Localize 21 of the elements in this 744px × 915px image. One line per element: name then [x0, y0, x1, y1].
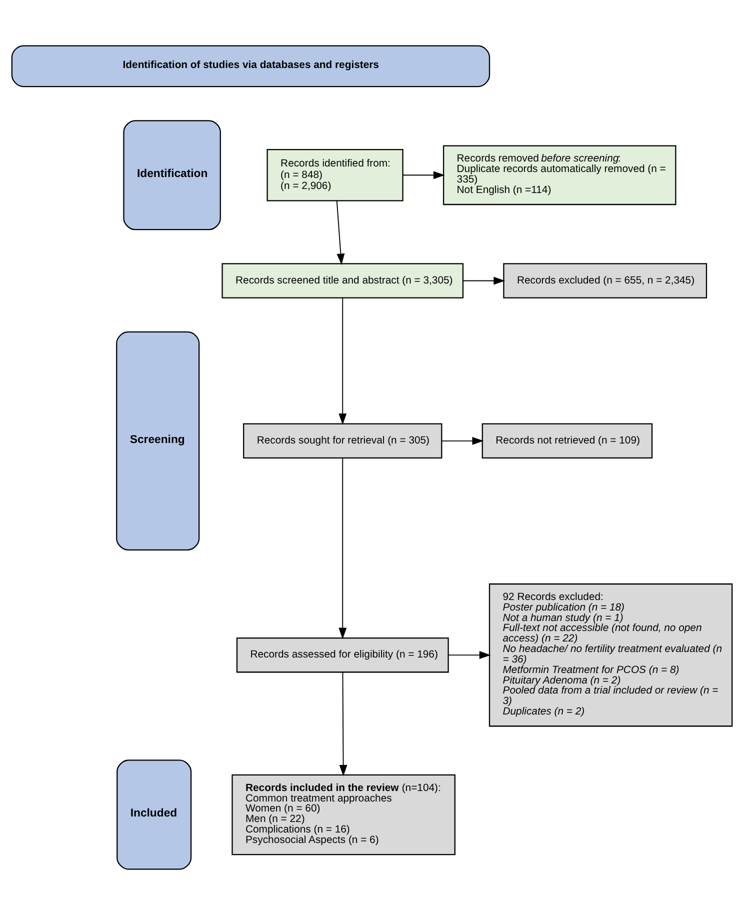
arrow	[338, 458, 347, 640]
node-box: Records sought for retrieval (n = 305)	[243, 423, 442, 459]
arrow	[462, 276, 506, 285]
node-box: Records screened title and abstract (n = 3,305)	[222, 263, 464, 298]
node-box: Included	[116, 760, 192, 870]
arrow	[441, 436, 484, 445]
node-box: Records excluded (n = 655, n = 2,345)	[503, 263, 708, 298]
node-box: Records identified from: (n = 848) (n = 2,906)	[266, 148, 404, 202]
node-box: Records assessed for eligibility (n = 196)	[236, 637, 449, 673]
arrow	[338, 298, 347, 425]
node-box: Identification	[123, 120, 221, 230]
node-box: Records not retrieved (n = 109)	[482, 423, 653, 459]
node-box: Screening	[116, 331, 200, 550]
arrow	[448, 651, 491, 660]
node-box: 92 Records excluded: Poster publication (n = 18) Not a human study (n = 1) Full-text not accessible (not found, no open access) (n = 22) No headache/ no fertility treatment evaluated (n = 36) Metformin Treatment for PCOS (n = 8) Pituitary Adenoma (n = 2) Pooled data from a trial included or review (n = 3) Duplicates (n = 2)	[488, 583, 733, 727]
node-box: Records removed before screening: Duplicate records automatically removed (n = 335) Not English (n =114)	[442, 145, 676, 206]
arrow	[336, 200, 345, 266]
node-box: Identification of studies via databases and registers	[11, 45, 490, 88]
node-box: Records included in the review (n=104): Common treatment approaches Women (n = 60) Men (n = 22) Complications (n = 16) Psychosocial Aspects (n = 6)	[232, 774, 456, 856]
arrow	[339, 672, 348, 776]
arrow	[402, 171, 445, 180]
